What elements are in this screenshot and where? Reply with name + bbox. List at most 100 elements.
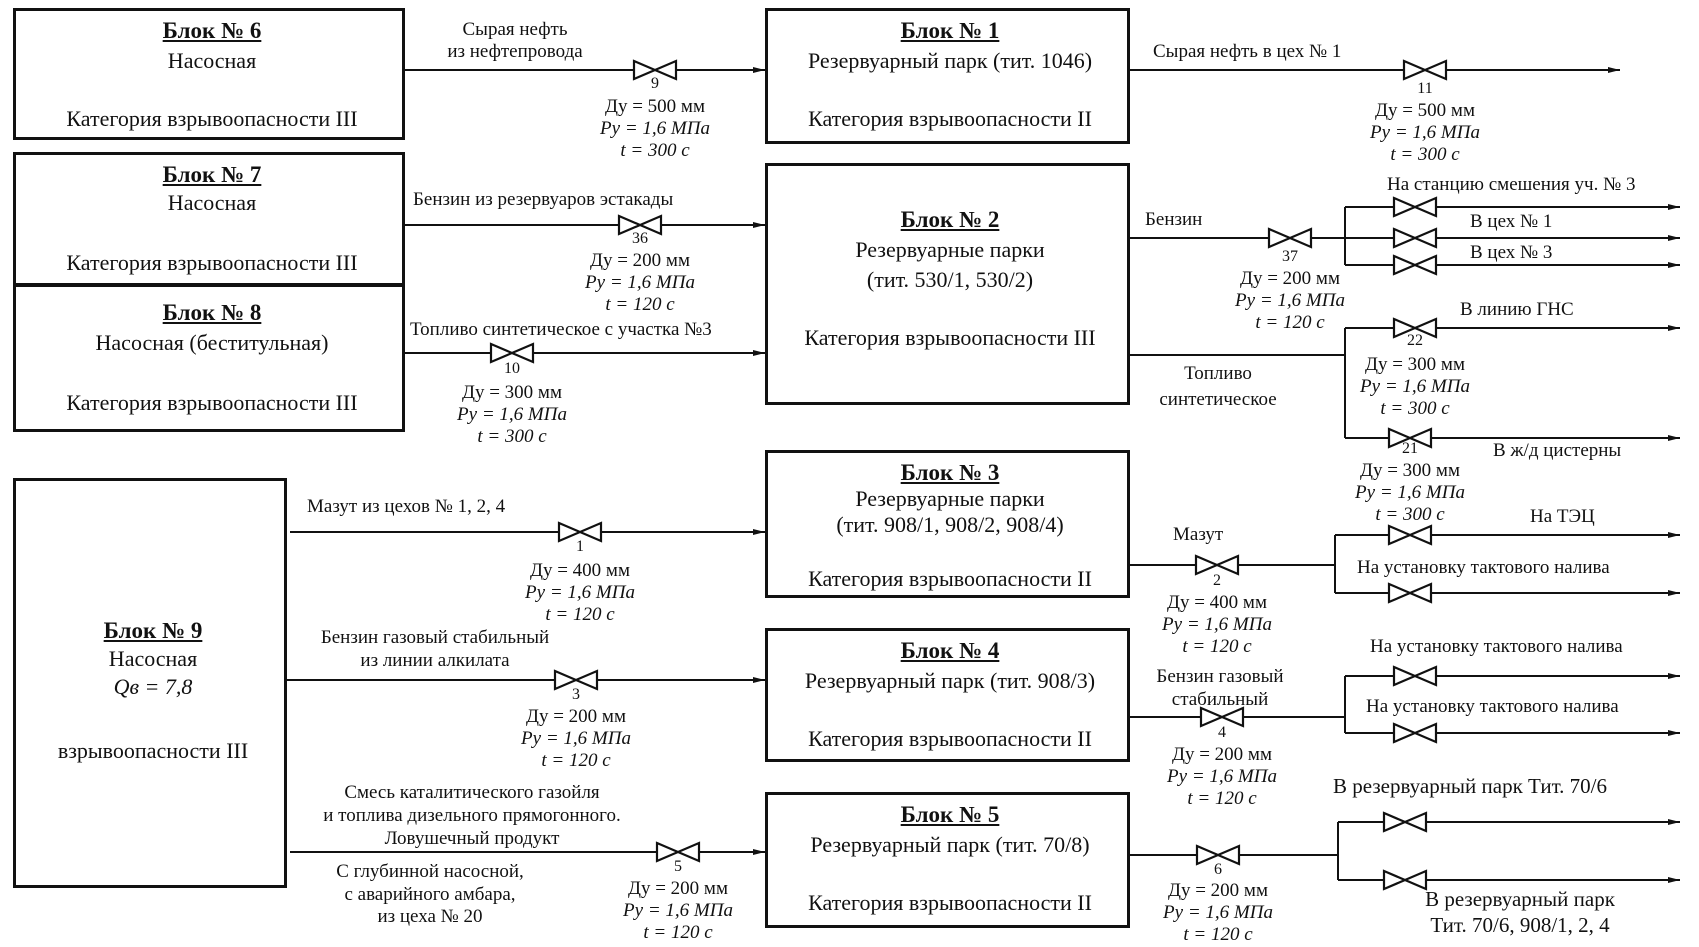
flow-label: В линию ГНС: [1460, 299, 1574, 320]
block-category: взрывоопасности III: [57, 738, 249, 763]
gate-valve-icon: [1392, 317, 1438, 339]
block-1: Блок № 1 Резервуарный парк (тит. 1046) К…: [765, 8, 1130, 144]
gate-valve-icon: [1392, 665, 1438, 687]
valve-number: 5: [674, 858, 682, 875]
block-5: Блок № 5 Резервуарный парк (тит. 70/8) К…: [765, 792, 1130, 928]
block-qv: Qв = 7,8: [113, 674, 193, 699]
valve-number: 37: [1282, 248, 1298, 265]
gate-valve-icon: [1387, 524, 1433, 546]
flow-label: Бензин: [1145, 209, 1203, 230]
block-category: Категория взрывоопасности III: [66, 106, 358, 131]
gate-valve-icon: [1382, 811, 1428, 833]
valve-number: 6: [1214, 861, 1222, 878]
flow-label: Сырая нефть: [462, 19, 568, 40]
flow-label: В резервуарный парк: [1425, 887, 1615, 911]
flow-label: синтетическое: [1159, 389, 1277, 410]
gate-valve-icon: [1392, 196, 1438, 218]
flow-label: На установку тактового налива: [1366, 696, 1619, 717]
block-name: Насосная: [167, 190, 257, 215]
flow-label: Смесь каталитического газойля: [344, 782, 600, 803]
block-title: Блок № 9: [103, 618, 203, 643]
block-8: Блок № 8 Насосная (беститульная) Категор…: [13, 284, 405, 432]
flow-label: В цех № 1: [1470, 211, 1553, 232]
block-title: Блок № 5: [900, 802, 1000, 827]
block-name-2: (тит. 530/1, 530/2): [866, 267, 1034, 292]
flow-label: Топливо синтетическое с участка №3: [410, 319, 712, 340]
gate-valve-icon: [1392, 227, 1438, 249]
gate-valve-icon: [1267, 227, 1313, 249]
flow-label: Бензин из резервуаров эстакады: [413, 189, 674, 210]
flow-label: На ТЭЦ: [1530, 506, 1595, 527]
flow-label: В резервуарный парк Тит. 70/6: [1333, 774, 1608, 798]
flow-label: Тит. 70/6, 908/1, 2, 4: [1430, 913, 1610, 937]
block-name-1: Резервуарные парки: [855, 237, 1045, 262]
gate-valve-icon: [1194, 554, 1240, 576]
gate-valve-icon: [1382, 869, 1428, 891]
block-4: Блок № 4 Резервуарный парк (тит. 908/3) …: [765, 628, 1130, 762]
block-7: Блок № 7 Насосная Категория взрывоопасно…: [13, 152, 405, 286]
valve-number: 9: [651, 75, 659, 92]
valve-number: 4: [1218, 724, 1226, 741]
block-title: Блок № 3: [900, 460, 1000, 485]
block-category: Категория взрывоопасности III: [804, 325, 1096, 350]
flow-label: Бензин газовый: [1156, 666, 1284, 687]
flow-label: В цех № 3: [1470, 242, 1553, 263]
block-title: Блок № 7: [162, 162, 262, 187]
block-9: Блок № 9 Насосная Qв = 7,8 взрывоопаснос…: [13, 478, 287, 888]
gate-valve-icon: [1199, 706, 1245, 728]
gate-valve-icon: [1402, 59, 1448, 81]
flow-label: из нефтепровода: [447, 41, 583, 62]
gate-valve-icon: [553, 669, 599, 691]
flow-label: Бензин газовый стабильный: [320, 627, 550, 648]
flow-label: Ловушечный продукт: [384, 828, 560, 849]
flow-label: В ж/д цистерны: [1493, 440, 1622, 461]
block-category: Категория взрывоопасности II: [808, 566, 1092, 591]
flow-label: Мазут: [1173, 524, 1224, 545]
block-title: Блок № 2: [900, 207, 1000, 232]
gate-valve-icon: [557, 521, 603, 543]
gate-valve-icon: [1392, 722, 1438, 744]
block-name-1: Резервуарные парки: [855, 486, 1045, 511]
valve-number: 36: [632, 230, 648, 247]
block-category: Категория взрывоопасности II: [808, 890, 1092, 915]
gate-valve-icon: [617, 214, 663, 236]
flow-label: На установку тактового налива: [1357, 557, 1610, 578]
block-name: Насосная: [108, 646, 198, 671]
flow-label: из цеха № 20: [377, 906, 483, 927]
block-title: Блок № 4: [900, 638, 1000, 663]
valve-number: 10: [504, 360, 520, 377]
block-name: Резервуарный парк (тит. 908/3): [804, 668, 1096, 693]
valve-number: 11: [1417, 80, 1433, 97]
gate-valve-icon: [489, 342, 535, 364]
flow-label: Сырая нефть в цех № 1: [1153, 41, 1342, 62]
block-name: Насосная: [167, 48, 257, 73]
gate-valve-icon: [655, 841, 701, 863]
block-title: Блок № 1: [900, 18, 1000, 43]
valve-number: 21: [1402, 440, 1418, 457]
block-6: Блок № 6 Насосная Категория взрывоопасно…: [13, 8, 405, 140]
flow-label: На установку тактового налива: [1370, 636, 1623, 657]
flow-label: С глубинной насосной,: [336, 861, 524, 882]
flow-label: и топлива дизельного прямогонного.: [323, 805, 621, 826]
gate-valve-icon: [1387, 582, 1433, 604]
flow-label: Топливо: [1184, 363, 1252, 384]
gate-valve-icon: [1195, 844, 1241, 866]
flow-label: стабильный: [1171, 689, 1269, 710]
block-category: Категория взрывоопасности II: [808, 726, 1092, 751]
block-name: Насосная (беститульная): [95, 330, 329, 355]
valve-number: 1: [576, 538, 584, 555]
flow-label: с аварийного амбара,: [344, 884, 516, 905]
block-2: Блок № 2 Резервуарные парки (тит. 530/1,…: [765, 163, 1130, 405]
